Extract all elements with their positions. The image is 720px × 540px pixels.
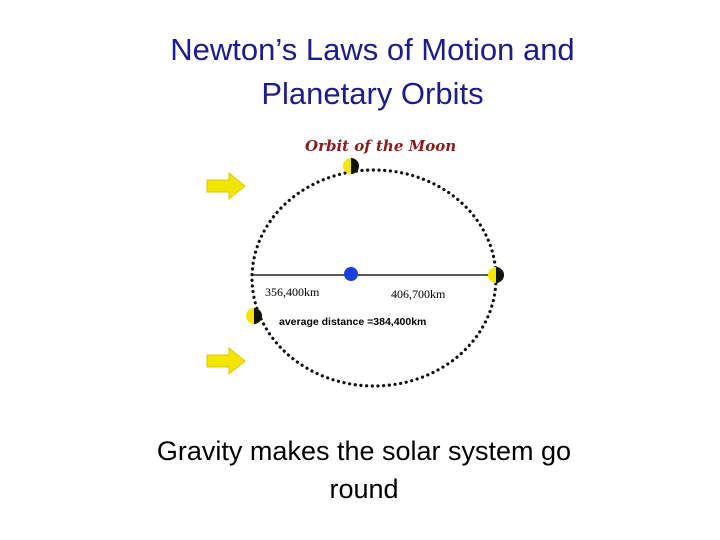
caption-line-2: round [0, 470, 720, 508]
right-arrow-icon [207, 348, 245, 374]
apogee-distance-label: 406,700km [391, 287, 446, 301]
perigee-distance-label: 356,400km [265, 285, 320, 299]
moon-orbit-svg: Orbit of the Moon 356,400km 406,700km av… [195, 128, 525, 398]
slide-caption: Gravity makes the solar system go round [0, 432, 720, 508]
moon-phase-icon [246, 308, 262, 324]
moon-phase-icon [343, 158, 359, 174]
slide-title-line-2: Planetary Orbits [0, 72, 720, 116]
right-arrow-icon [207, 173, 245, 199]
caption-line-1: Gravity makes the solar system go [0, 432, 720, 470]
diagram-title: Orbit of the Moon [305, 137, 456, 155]
orbit-path [252, 170, 496, 386]
earth-icon [344, 267, 358, 281]
moon-phase-icon [488, 267, 504, 283]
slide-title: Newton’s Laws of Motion and Planetary Or… [0, 28, 720, 116]
slide-title-line-1: Newton’s Laws of Motion and [0, 28, 720, 72]
moon-orbit-diagram: Orbit of the Moon 356,400km 406,700km av… [195, 128, 525, 398]
average-distance-label: average distance =384,400km [279, 316, 426, 328]
